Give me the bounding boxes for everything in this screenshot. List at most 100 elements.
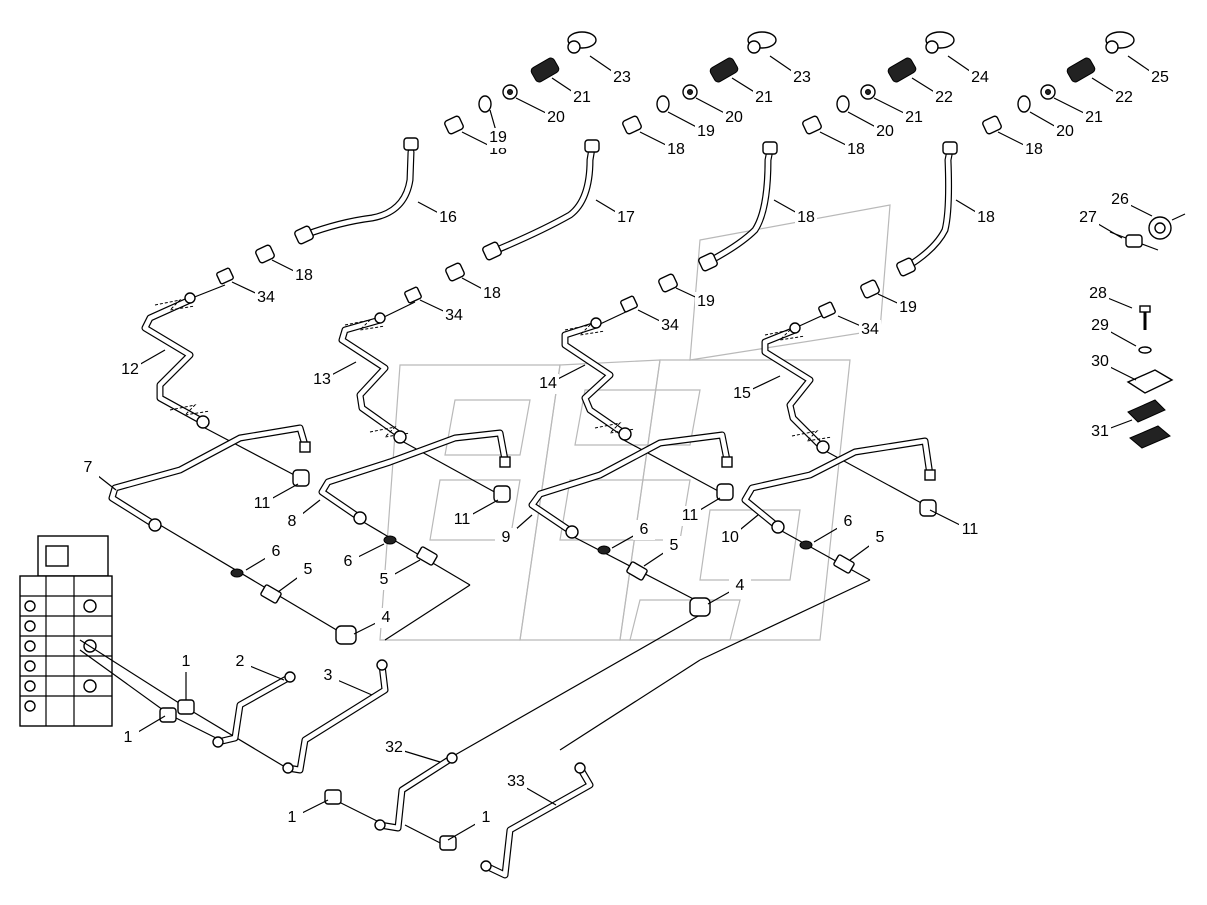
callout-background xyxy=(845,140,867,160)
callout-background xyxy=(251,494,273,514)
callout-background xyxy=(615,208,637,228)
callout-number: 6 xyxy=(844,513,853,530)
callout-number: 29 xyxy=(1091,317,1109,334)
callout-background xyxy=(383,738,405,758)
callout-background xyxy=(975,208,997,228)
callout-number: 23 xyxy=(793,69,811,86)
callout-background xyxy=(119,360,141,380)
callout-number: 21 xyxy=(905,109,923,126)
callout-number: 10 xyxy=(721,529,739,546)
callout-background xyxy=(337,552,359,572)
callout-background xyxy=(297,560,319,580)
control-valve-block xyxy=(19,535,113,727)
callout-number: 18 xyxy=(847,141,865,158)
callout-background xyxy=(1023,140,1045,160)
callout-number: 7 xyxy=(84,459,93,476)
callout-background xyxy=(665,140,687,160)
callout-number: 18 xyxy=(797,209,815,226)
callout-background xyxy=(1077,208,1099,228)
callout-background xyxy=(229,652,251,672)
callout-background xyxy=(537,374,559,394)
callout-number: 33 xyxy=(507,773,525,790)
callout-background xyxy=(695,292,717,312)
callout-number: 19 xyxy=(489,129,507,146)
callout-background xyxy=(495,528,517,548)
callout-number: 15 xyxy=(733,385,751,402)
callout-background xyxy=(1089,316,1111,336)
callout-number: 18 xyxy=(295,267,313,284)
callout-background xyxy=(481,284,503,304)
callout-background xyxy=(255,288,277,308)
break-marks xyxy=(154,299,833,442)
callout-background xyxy=(317,666,339,686)
callout-background xyxy=(903,108,925,128)
callout-number: 11 xyxy=(682,507,699,524)
callout-background xyxy=(874,122,896,142)
callout-background xyxy=(729,576,751,596)
callout-number: 9 xyxy=(502,529,511,546)
callout-background xyxy=(1109,190,1131,210)
callout-background xyxy=(1089,352,1111,372)
callout-number: 20 xyxy=(1056,123,1074,140)
callout-background xyxy=(1087,284,1109,304)
callout-number: 4 xyxy=(736,577,745,594)
callout-number: 8 xyxy=(288,513,297,530)
callout-background xyxy=(545,108,567,128)
callout-background xyxy=(659,316,681,336)
callout-number: 1 xyxy=(482,809,491,826)
callout-background xyxy=(679,506,701,526)
callout-number: 1 xyxy=(124,729,133,746)
callout-number: 18 xyxy=(977,209,995,226)
callout-number: 3 xyxy=(324,667,333,684)
callout-background xyxy=(505,772,527,792)
callout-background xyxy=(1054,122,1076,142)
callout-number: 11 xyxy=(962,521,979,538)
callout-background xyxy=(311,370,333,390)
fittings xyxy=(148,31,1186,872)
callout-background xyxy=(571,88,593,108)
callout-number: 34 xyxy=(257,289,275,306)
callout-background xyxy=(837,512,859,532)
callout-number: 19 xyxy=(899,299,917,316)
callout-number: 18 xyxy=(667,141,685,158)
callout-background xyxy=(663,536,685,556)
callout-number: 20 xyxy=(725,109,743,126)
callout-background xyxy=(451,510,473,530)
callout-background xyxy=(633,520,655,540)
callout-background xyxy=(795,208,817,228)
callout-background xyxy=(437,208,459,228)
callout-number: 20 xyxy=(547,109,565,126)
callout-number: 6 xyxy=(344,553,353,570)
callout-background xyxy=(791,68,813,88)
callout-number: 1 xyxy=(288,809,297,826)
callout-background xyxy=(281,808,303,828)
callout-number: 2 xyxy=(236,653,245,670)
callout-background xyxy=(293,266,315,286)
callout-background xyxy=(281,512,303,532)
callout-number: 24 xyxy=(971,69,989,86)
callout-number: 5 xyxy=(876,529,885,546)
callout-number: 6 xyxy=(272,543,281,560)
callout-number: 11 xyxy=(254,495,271,512)
callout-number: 34 xyxy=(661,317,679,334)
callout-number: 25 xyxy=(1151,69,1169,86)
callout-number: 19 xyxy=(697,293,715,310)
callout-background xyxy=(77,458,99,478)
callout-number: 18 xyxy=(1025,141,1043,158)
callout-number: 5 xyxy=(380,571,389,588)
callout-background xyxy=(933,88,955,108)
callout-number: 21 xyxy=(1085,109,1103,126)
callout-background xyxy=(731,384,753,404)
callout-number: 23 xyxy=(613,69,631,86)
callout-number: 16 xyxy=(439,209,457,226)
callout-background xyxy=(719,528,741,548)
callout-number: 19 xyxy=(697,123,715,140)
callout-background xyxy=(959,520,981,540)
callout-number: 4 xyxy=(382,609,391,626)
callout-number: 31 xyxy=(1091,423,1109,440)
callout-background xyxy=(723,108,745,128)
callout-background xyxy=(859,320,881,340)
callout-background xyxy=(1089,422,1111,442)
